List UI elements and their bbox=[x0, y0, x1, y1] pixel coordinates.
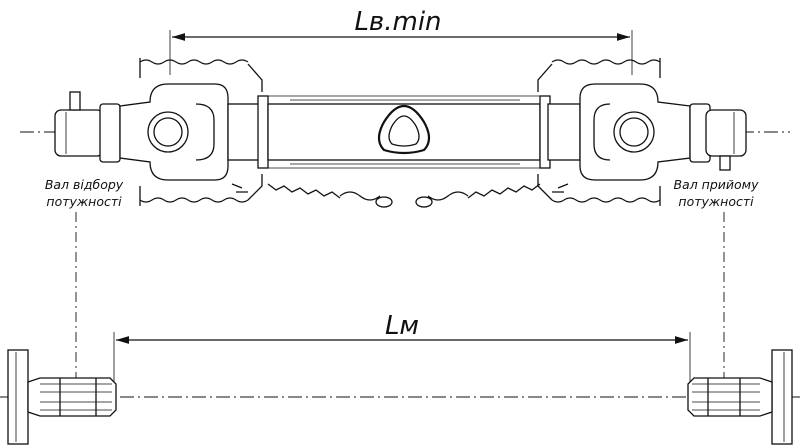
right-collar bbox=[539, 95, 581, 169]
right-yoke bbox=[579, 83, 691, 181]
left-safety-chain bbox=[231, 183, 393, 208]
dimension-lm: Lм bbox=[113, 311, 691, 384]
left-guard-cone bbox=[139, 58, 263, 206]
label-input-shaft: Вал прийому потужності bbox=[673, 177, 759, 209]
label-output-shaft: Вал відбору потужності bbox=[45, 177, 124, 209]
dimension-lbmin-label: Lв.min bbox=[354, 7, 441, 37]
right-guard-cone bbox=[537, 58, 661, 206]
label-output-line2: потужності bbox=[46, 194, 122, 209]
left-stub-shaft bbox=[54, 91, 121, 163]
label-input-line1: Вал прийому bbox=[673, 177, 759, 192]
left-collar bbox=[227, 95, 269, 169]
label-input-line2: потужності bbox=[678, 194, 754, 209]
pto-shaft-assembly bbox=[54, 58, 747, 208]
dimension-lbmin: Lв.min bbox=[169, 7, 633, 75]
left-pto-flange bbox=[7, 349, 117, 445]
right-stub-shaft bbox=[689, 103, 747, 171]
left-yoke bbox=[119, 83, 229, 181]
right-input-flange bbox=[687, 349, 793, 445]
tube-profile-symbol bbox=[377, 104, 431, 155]
label-output-line1: Вал відбору bbox=[45, 177, 124, 192]
right-safety-chain bbox=[415, 183, 569, 208]
dimension-lm-label: Lм bbox=[385, 311, 419, 341]
